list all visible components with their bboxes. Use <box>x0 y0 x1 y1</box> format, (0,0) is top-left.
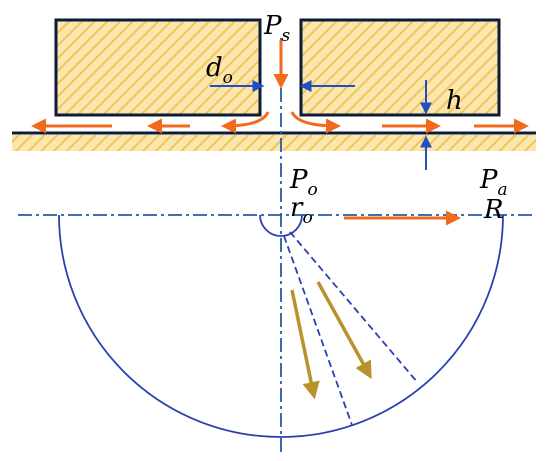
flow-curve-right <box>290 111 341 134</box>
fan-flow-arrow-1 <box>290 289 320 400</box>
outer-radius-arc <box>58 214 504 438</box>
guide-surface <box>12 135 536 151</box>
orifice-pressure-label: Po <box>289 165 318 200</box>
orifice-arc <box>259 214 303 237</box>
radial-line-1 <box>283 235 353 426</box>
right-bearing-pad <box>299 18 501 117</box>
gap-height-label: h <box>446 86 463 116</box>
radial-line-2 <box>289 231 419 384</box>
ambient-pressure-label: Pa <box>479 165 508 200</box>
left-bearing-pad <box>54 18 262 117</box>
flow-curve-left <box>221 111 270 134</box>
orifice-diameter-label: do <box>206 53 233 88</box>
fan-flow-arrow-2 <box>316 281 372 380</box>
supply-pressure-label: Ps <box>263 11 291 46</box>
outer-radius-label: R <box>483 195 504 225</box>
orifice-radius-label: ro <box>290 193 313 228</box>
